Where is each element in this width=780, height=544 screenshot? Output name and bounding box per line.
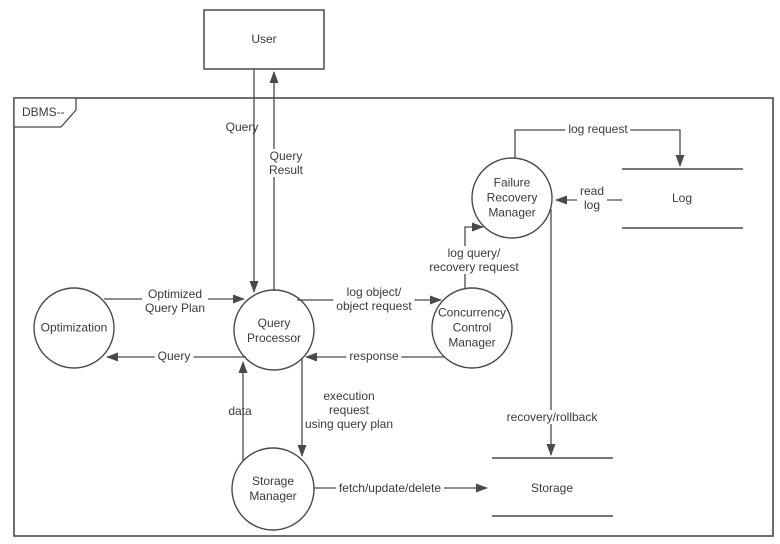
flow-label-response: response <box>346 349 402 363</box>
flow-label-log-query-recovery-request: log query/ recovery request <box>426 246 522 274</box>
storage-store-label: Storage <box>530 481 574 495</box>
concurrency-control-manager-process <box>431 287 513 369</box>
flow-label-execution-request: execution request using query plan <box>304 389 394 431</box>
failure-recovery-manager-process <box>471 157 553 239</box>
flow-label-recovery-rollback: recovery/rollback <box>503 410 601 424</box>
user-entity-label: User <box>251 32 277 46</box>
concurrency-control-manager-label: Concurrency Control Manager <box>437 305 507 350</box>
query-processor-label: Query Processor <box>246 316 302 345</box>
dbms-frame-tab <box>13 97 77 128</box>
failure-recovery-manager-label: Failure Recovery Manager <box>486 175 538 220</box>
optimization-process <box>33 287 115 369</box>
storage-manager-process <box>231 447 315 531</box>
flow-label-query-to-dbms: Query <box>225 120 259 134</box>
frame-label: DBMS-- <box>22 105 65 119</box>
log-store-label: Log <box>671 191 693 205</box>
flow-label-data: data <box>228 404 252 418</box>
flow-label-log-request: log request <box>565 122 631 136</box>
flow-label-log-object-request: log object/ object request <box>333 285 415 313</box>
flow-label-optimized-query-plan: Optimized Query Plan <box>141 287 209 315</box>
flow-label-query-result: Query Result <box>265 149 307 177</box>
optimization-label: Optimization <box>40 320 108 335</box>
storage-manager-label: Storage Manager <box>249 474 297 503</box>
flow-label-read-log: read log <box>576 184 608 212</box>
flow-label-query-to-optimization: Query <box>154 349 194 363</box>
flow-label-fetch-update-delete: fetch/update/delete <box>335 481 445 495</box>
dbms-frame <box>13 97 774 537</box>
user-entity-box <box>203 9 325 70</box>
